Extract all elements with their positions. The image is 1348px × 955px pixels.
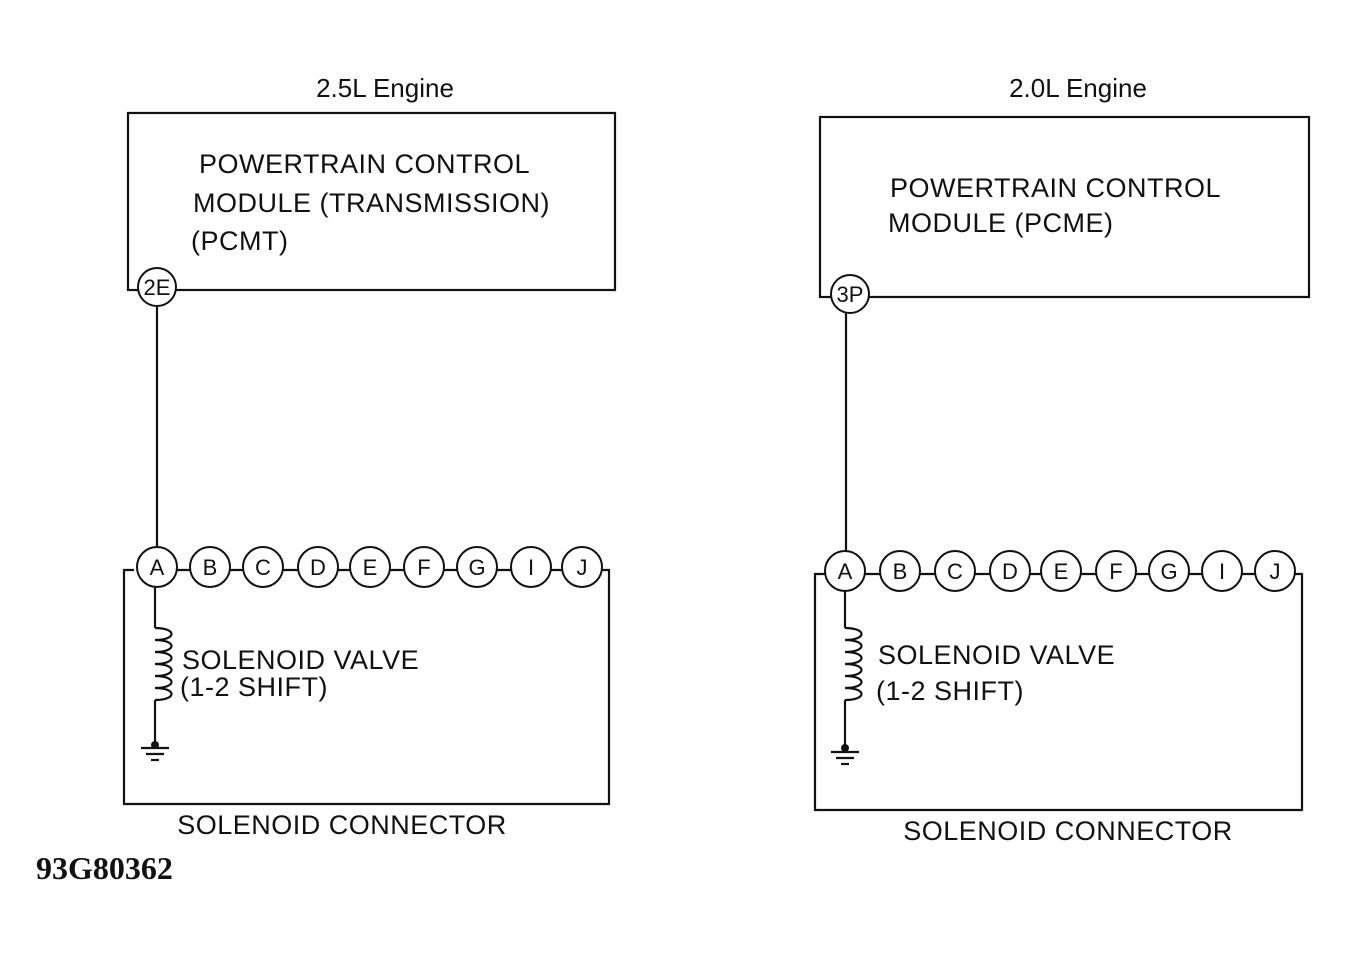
right-module-pin [830,274,870,314]
left-module-line-2: MODULE (TRANSMISSION) [193,188,550,218]
left-connector-pin-d-label: D [310,555,326,580]
right-connector-pin-g-label: G [1160,559,1177,584]
left-connector-pin-d [297,546,339,588]
right-connector-pin-g [1148,550,1190,592]
left-diagram: 2.5L Engine POWERTRAIN CONTROL MODULE (T… [122,73,617,840]
right-connector-pin-j-label: J [1270,559,1281,584]
left-module-line-3: (PCMT) [191,226,288,256]
right-connector-pin-b [879,550,921,592]
left-connector-housing [122,568,611,806]
right-connector-pin-e [1040,550,1082,592]
right-connector-pin-f-label: F [1109,559,1122,584]
left-module-pin-label: 2E [144,275,171,300]
right-solenoid-label-1: SOLENOID VALVE [878,640,1115,670]
left-connector-pin-f [403,546,445,588]
left-connector-pin-i-label: I [528,555,534,580]
left-connector-pin-e [349,546,391,588]
right-module-pin-label: 3P [837,282,864,307]
left-module-line-1: POWERTRAIN CONTROL [199,149,530,179]
left-connector-pins: A B C D E F G I J [136,546,603,588]
right-connector-pin-a-label: A [838,559,853,584]
left-solenoid-label-1: SOLENOID VALVE [182,645,419,675]
right-module-line-1: POWERTRAIN CONTROL [890,173,1221,203]
left-connector-pin-a-label: A [150,555,165,580]
right-connector-pin-e-label: E [1054,559,1069,584]
right-ground-icon [831,750,859,766]
right-connector-pin-j [1254,550,1296,592]
left-connector-pin-b-label: B [203,555,218,580]
figure-code: 93G80362 [36,850,173,886]
right-connector-pin-b-label: B [893,559,908,584]
left-connector-pin-j [561,546,603,588]
right-connector-pin-i-label: I [1219,559,1225,584]
right-solenoid-label-2: (1-2 SHIFT) [876,676,1024,706]
right-engine-label: 2.0L Engine [1009,73,1147,103]
right-connector-pin-c-label: C [947,559,963,584]
left-connector-pin-b [189,546,231,588]
right-solenoid-coil-icon [844,626,863,702]
right-connector-pin-f [1095,550,1137,592]
right-connector-pin-d [989,550,1031,592]
right-module-box [818,115,1311,299]
left-module-box [126,111,617,292]
left-connector-pin-a [136,546,178,588]
right-connector-housing [813,572,1304,812]
left-connector-pin-i [510,546,552,588]
right-connector-pin-i [1201,550,1243,592]
right-ground-node [841,744,849,752]
left-connector-label: SOLENOID CONNECTOR [177,810,507,840]
left-module-pin [137,267,177,307]
left-connector-pin-e-label: E [363,555,378,580]
right-connector-pin-c [934,550,976,592]
right-connector-label: SOLENOID CONNECTOR [903,816,1233,846]
left-connector-pin-c [242,546,284,588]
left-engine-label: 2.5L Engine [316,73,454,103]
left-connector-pin-j-label: J [577,555,588,580]
left-connector-pin-g-label: G [468,555,485,580]
left-connector-pin-g [456,546,498,588]
left-ground-icon [141,746,169,762]
right-diagram: 2.0L Engine POWERTRAIN CONTROL MODULE (P… [813,73,1311,846]
left-connector-pin-c-label: C [255,555,271,580]
right-module-line-2: MODULE (PCME) [888,208,1114,238]
left-connector-pin-f-label: F [417,555,430,580]
right-connector-pins: A B C D E F G I J [824,550,1296,592]
right-connector-pin-d-label: D [1002,559,1018,584]
left-solenoid-coil-icon [154,626,173,702]
left-solenoid-label-2: (1-2 SHIFT) [180,672,328,702]
